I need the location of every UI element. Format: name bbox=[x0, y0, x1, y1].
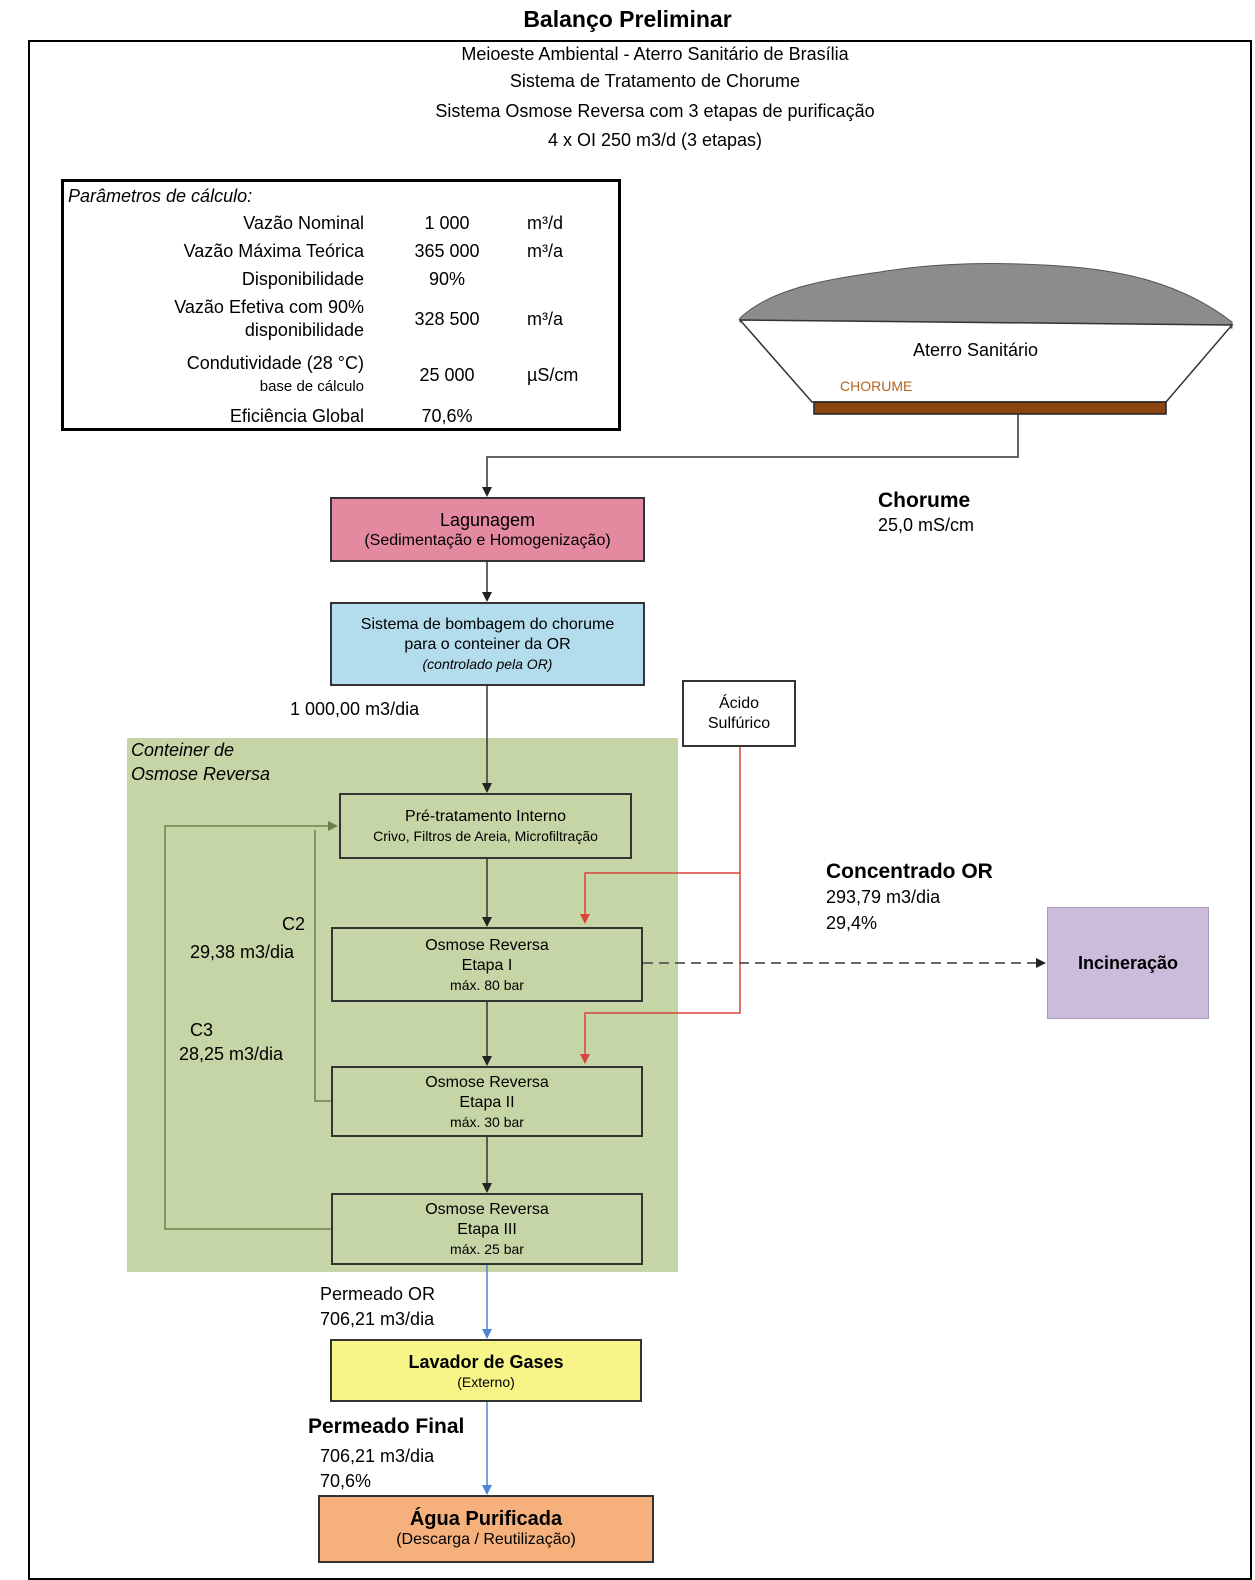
chorume-title: Chorume bbox=[878, 489, 971, 512]
leachate-label: CHORUME bbox=[840, 378, 913, 394]
header-ro-system: Sistema Osmose Reversa com 3 etapas de p… bbox=[435, 101, 875, 121]
concentrate-title: Concentrado OR bbox=[826, 860, 993, 883]
final-permeate-percent: 70,6% bbox=[320, 1471, 372, 1491]
ro-stage-1-box: Osmose Reversa Etapa I máx. 80 bar bbox=[331, 927, 643, 1002]
landfill-illustration bbox=[738, 263, 1234, 415]
line-recycle-c2 bbox=[314, 830, 331, 1102]
header-system: Sistema de Tratamento de Chorume bbox=[509, 71, 801, 91]
final-permeate-title: Permeado Final bbox=[308, 1415, 465, 1438]
inflow-value: 1 000,00 m3/dia bbox=[290, 699, 420, 719]
landfill-label: Aterro Sanitário bbox=[913, 340, 1039, 360]
container-label-1: Conteiner de bbox=[131, 740, 235, 760]
container-label-2: Osmose Reversa bbox=[131, 764, 271, 784]
landfill-waste-mound bbox=[739, 263, 1233, 329]
line-acid-s2 bbox=[580, 873, 741, 1064]
purified-water-box: Água Purificada (Descarga / Reutilização… bbox=[318, 1495, 654, 1563]
header-company: Meioeste Ambiental - Aterro Sanitário de… bbox=[461, 44, 849, 64]
sulfuric-acid-box: Ácido Sulfúrico bbox=[682, 680, 796, 747]
gas-scrubber-box: Lavador de Gases (Externo) bbox=[330, 1339, 642, 1402]
permeate-or-title: Permeado OR bbox=[320, 1284, 436, 1304]
line-acid-s1 bbox=[580, 747, 741, 924]
param-row: Condutividade (28 °C) base de cálculo 25… bbox=[186, 353, 579, 395]
concentrate-percent: 29,4% bbox=[826, 913, 878, 933]
recycle-c3-label: C3 bbox=[190, 1020, 214, 1040]
param-row: Vazão Efetiva com 90% disponibilidade 32… bbox=[174, 297, 563, 340]
leachate-bar bbox=[813, 401, 1167, 415]
parameters-title: Parâmetros de cálculo: bbox=[68, 186, 253, 206]
final-permeate-flow: 706,21 m3/dia bbox=[320, 1446, 435, 1466]
concentrate-flow: 293,79 m3/dia bbox=[826, 887, 941, 907]
chorume-conductivity: 25,0 mS/cm bbox=[878, 515, 975, 535]
incineration-box: Incineração bbox=[1047, 907, 1209, 1019]
header-capacity: 4 x OI 250 m3/d (3 etapas) bbox=[547, 130, 763, 150]
recycle-c2-label: C2 bbox=[282, 914, 306, 934]
recycle-c3-value: 28,25 m3/dia bbox=[179, 1044, 284, 1064]
line-recycle-c3 bbox=[164, 821, 338, 1230]
line-chorume bbox=[482, 414, 1019, 497]
page-title: Balanço Preliminar bbox=[523, 6, 732, 32]
pretreatment-box: Pré-tratamento Interno Crivo, Filtros de… bbox=[339, 793, 632, 859]
lagunagem-box: Lagunagem (Sedimentação e Homogenização) bbox=[330, 497, 645, 562]
permeate-or-flow: 706,21 m3/dia bbox=[320, 1309, 435, 1329]
ro-stage-3-box: Osmose Reversa Etapa III máx. 25 bar bbox=[331, 1193, 643, 1265]
recycle-c2-value: 29,38 m3/dia bbox=[190, 942, 295, 962]
parameters-table: Parâmetros de cálculo: Vazão Nominal 1 0… bbox=[61, 179, 621, 431]
pumping-system-box: Sistema de bombagem do chorume para o co… bbox=[330, 602, 645, 686]
ro-stage-2-box: Osmose Reversa Etapa II máx. 30 bar bbox=[331, 1066, 643, 1137]
